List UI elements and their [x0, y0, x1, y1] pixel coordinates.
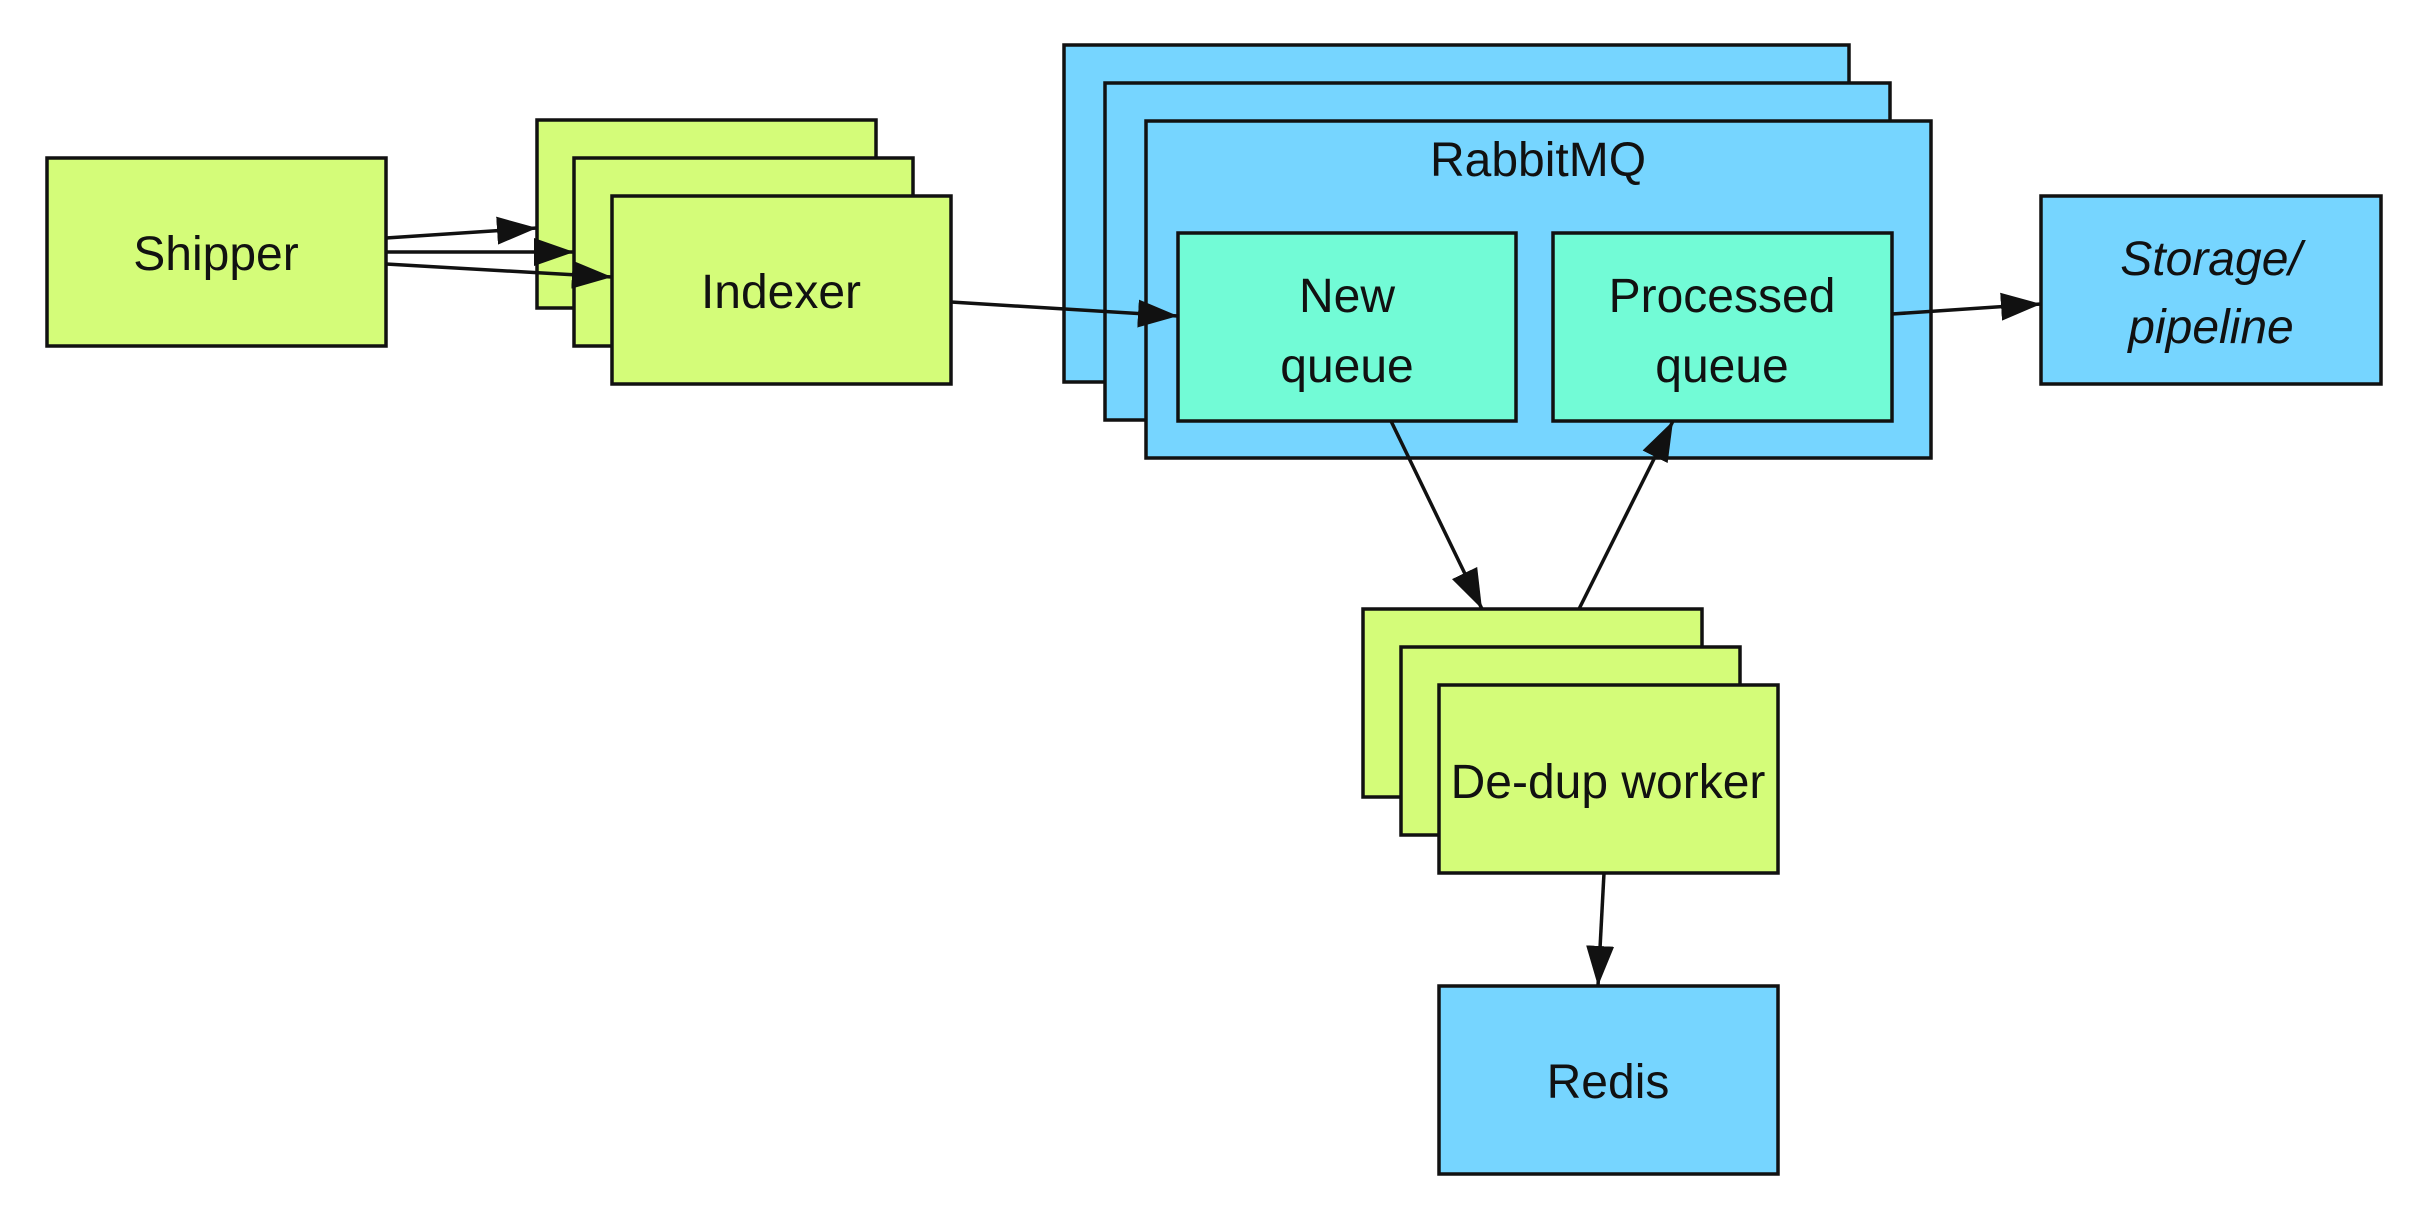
new-queue-label-line1: New [1299, 270, 1395, 323]
dedup-worker-stack: De-dup worker [1361, 607, 1780, 875]
indexer-label: Indexer [701, 266, 861, 319]
processed-queue-box [1551, 231, 1894, 423]
storage-pipeline-label-line1: Storage/ [2120, 233, 2306, 286]
processed-queue-label-line2: queue [1655, 340, 1788, 393]
arrow-processed-queue-to-storage [1891, 292, 2042, 321]
redis-node: Redis [1437, 984, 1780, 1176]
arrow-indexer-to-new-queue [950, 299, 1179, 328]
arrow-shipper-to-indexer-back [385, 216, 538, 245]
arrow-dedup-worker-to-processed-queue [1577, 420, 1675, 610]
processed-queue-node: Processed queue [1551, 231, 1894, 423]
arrow-shipper-to-indexer-front [385, 260, 613, 289]
arrow-new-queue-to-dedup-worker [1389, 420, 1484, 610]
shipper-box [45, 156, 388, 348]
new-queue-box [1176, 231, 1518, 423]
edges [385, 216, 2042, 987]
shipper-label: Shipper [133, 228, 298, 281]
storage-pipeline-node: Storage/ pipeline [2039, 194, 2383, 386]
redis-label: Redis [1547, 1056, 1670, 1109]
processed-queue-label-line1: Processed [1609, 270, 1836, 323]
redis-box [1437, 984, 1780, 1176]
indexer-box-front [610, 194, 953, 386]
rabbitmq-label: RabbitMQ [1430, 134, 1646, 187]
dedup-worker-label: De-dup worker [1451, 756, 1766, 809]
indexer-stack: Indexer [535, 118, 953, 386]
storage-pipeline-box [2039, 194, 2383, 386]
new-queue-node: New queue [1176, 231, 1518, 423]
arrow-dedup-worker-to-redis [1586, 872, 1615, 987]
storage-pipeline-label-line2: pipeline [2126, 301, 2293, 354]
dedup-worker-box-front [1437, 683, 1780, 875]
shipper-node: Shipper [45, 156, 388, 348]
new-queue-label-line2: queue [1280, 340, 1413, 393]
